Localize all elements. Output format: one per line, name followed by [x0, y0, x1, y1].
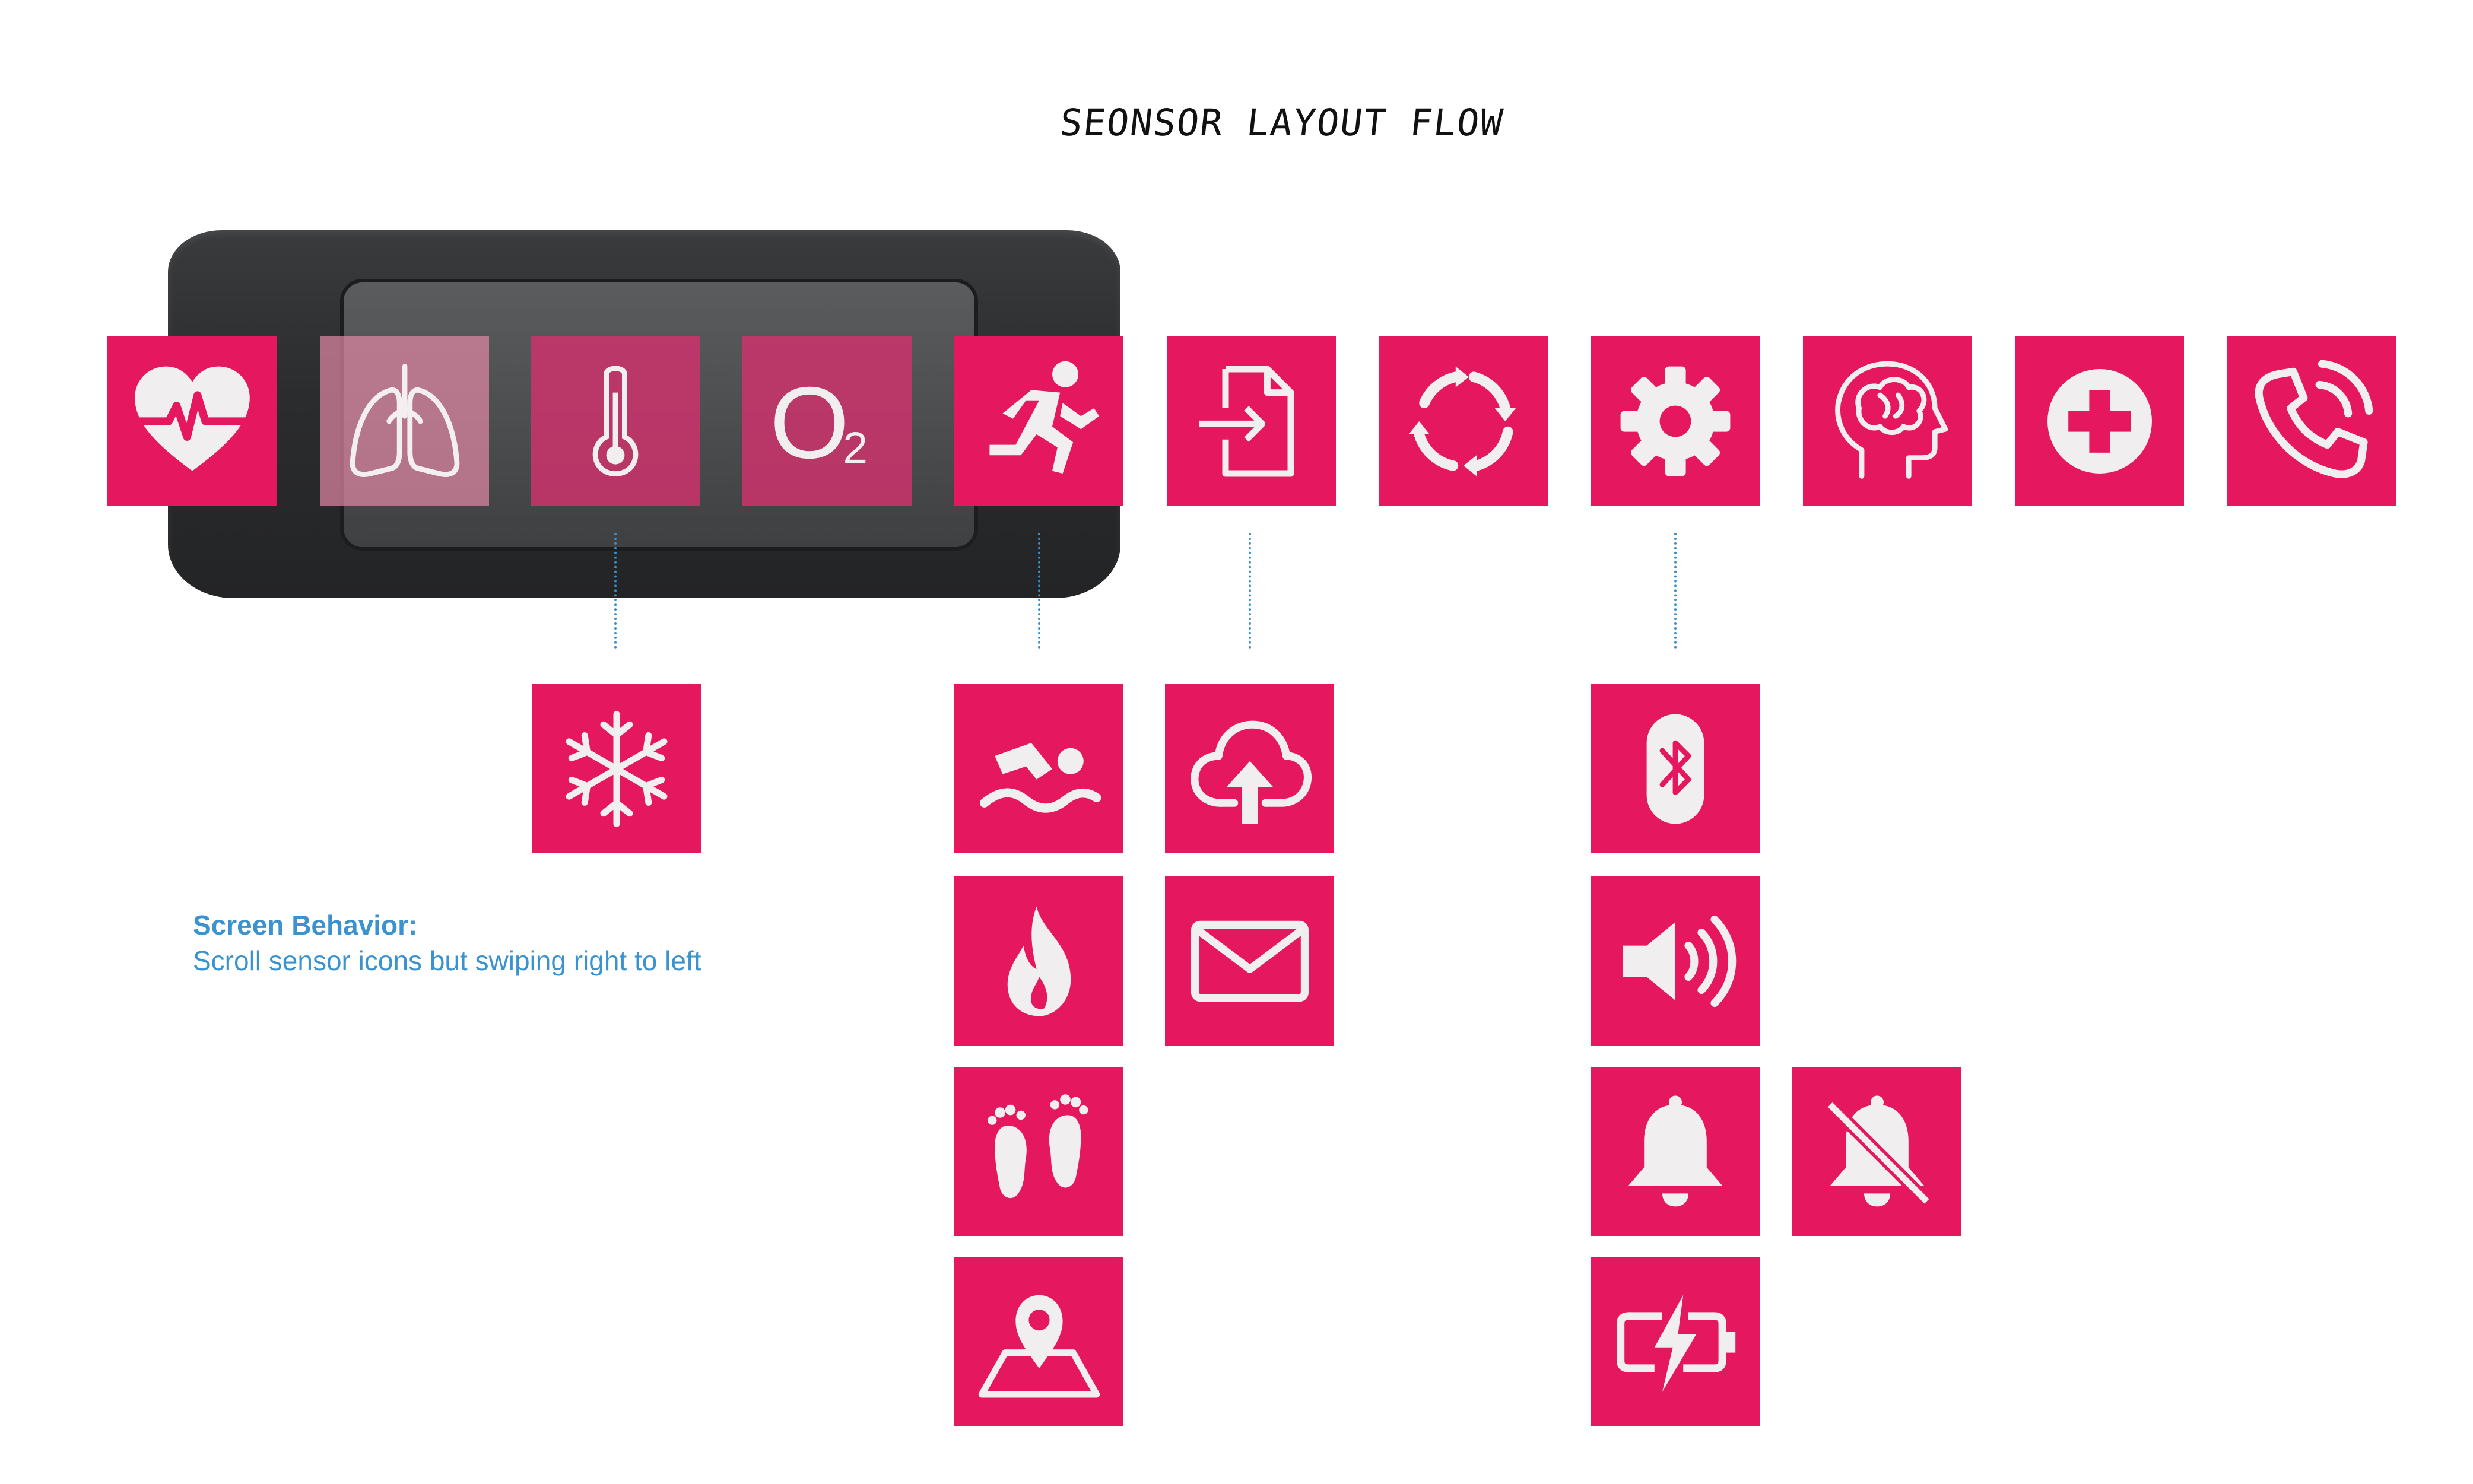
svg-text:2: 2	[843, 422, 868, 472]
connector-running	[1038, 533, 1040, 649]
map-location-icon	[978, 1295, 1100, 1397]
snowflake-icon	[565, 710, 668, 827]
tile-bell[interactable]	[1591, 1067, 1760, 1236]
mail-icon	[1191, 920, 1309, 1002]
fire-icon	[1007, 906, 1071, 1016]
svg-text:O: O	[770, 366, 849, 479]
swimming-icon	[979, 742, 1101, 813]
page-title: SEONSOR LAYOUT FLOW	[1058, 101, 1506, 144]
tile-bell-off[interactable]	[1792, 1067, 1961, 1236]
oxygen-icon: O 2	[770, 366, 868, 479]
tile-fire[interactable]	[954, 876, 1123, 1046]
tile-running[interactable]	[954, 336, 1123, 506]
tile-thermometer[interactable]	[531, 336, 700, 506]
file-import-icon	[1199, 366, 1294, 476]
tile-settings[interactable]	[1591, 336, 1760, 506]
tile-map[interactable]	[954, 1257, 1123, 1426]
connector-settings	[1674, 533, 1677, 649]
tile-phone[interactable]	[2227, 336, 2396, 506]
footprints-icon	[987, 1094, 1088, 1198]
tile-brain[interactable]	[1803, 336, 1972, 506]
heart-rate-icon	[132, 366, 252, 471]
brain-head-icon	[1834, 361, 1948, 479]
running-icon	[989, 361, 1099, 474]
connector-file-import	[1249, 533, 1251, 649]
tile-cloud-upload[interactable]	[1165, 684, 1334, 853]
settings-gear-icon	[1620, 366, 1730, 476]
screen-behavior-text: Scroll sensor icons but swiping right to…	[193, 945, 701, 976]
tile-lungs[interactable]	[320, 336, 489, 506]
tile-heart-rate[interactable]	[107, 336, 277, 506]
phone-call-icon	[2255, 360, 2373, 478]
thermometer-icon	[592, 366, 638, 476]
battery-charging-icon	[1616, 1295, 1735, 1392]
tile-snowflake[interactable]	[532, 684, 701, 853]
tile-swimming[interactable]	[954, 684, 1123, 853]
medical-cross-icon	[2047, 368, 2152, 474]
lungs-icon	[350, 363, 459, 477]
tile-oxygen[interactable]: O 2	[742, 336, 912, 506]
tile-bluetooth[interactable]	[1591, 684, 1760, 853]
tile-file-import[interactable]	[1167, 336, 1336, 506]
screen-behavior-heading: Screen Behavior:	[193, 910, 418, 940]
tile-mail[interactable]	[1165, 876, 1334, 1046]
tile-footprints[interactable]	[954, 1067, 1123, 1236]
bell-off-icon	[1825, 1095, 1931, 1206]
connector-thermometer	[614, 533, 617, 649]
cloud-upload-icon	[1190, 720, 1312, 824]
bluetooth-icon	[1646, 714, 1704, 824]
tile-medical[interactable]	[2015, 336, 2184, 506]
volume-icon	[1623, 915, 1736, 1007]
sync-icon	[1408, 366, 1516, 476]
tile-volume[interactable]	[1591, 876, 1760, 1046]
tile-battery[interactable]	[1591, 1257, 1760, 1426]
tile-sync[interactable]	[1379, 336, 1548, 506]
bell-icon	[1628, 1095, 1722, 1206]
